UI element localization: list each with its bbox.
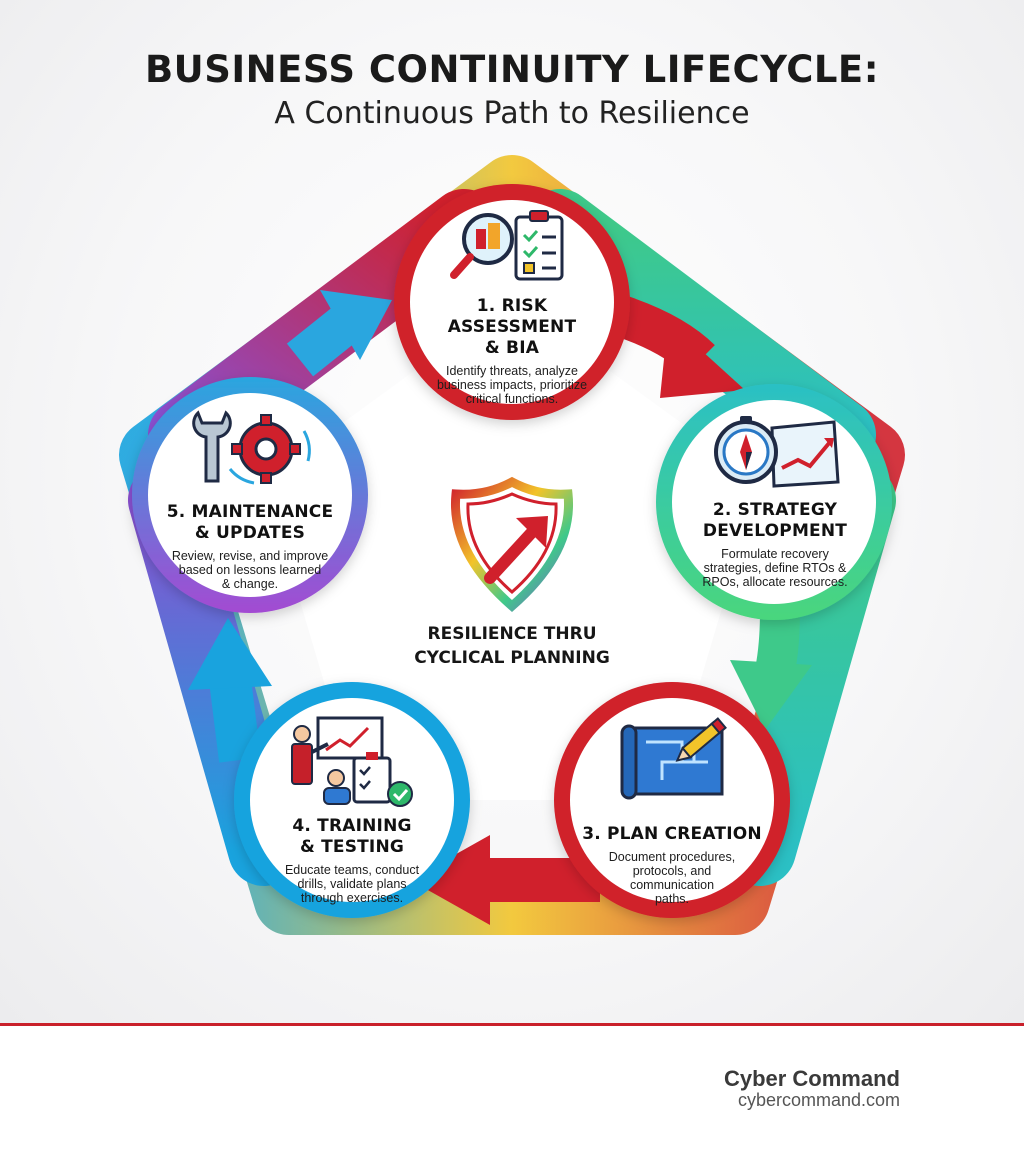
page-title: BUSINESS CONTINUITY LIFECYCLE: [144, 48, 879, 91]
step-4-title: 4. TRAINING & TESTING [292, 816, 412, 857]
footer-divider [0, 1023, 1024, 1026]
blueprint-pencil-icon [620, 717, 727, 800]
step-1-text: 1. RISK ASSESSMENT & BIA Identify threat… [412, 296, 612, 406]
step-5-title: 5. MAINTENANCE & UPDATES [166, 502, 334, 543]
footer-url: cybercommand.com [737, 1090, 900, 1110]
arrow-3-to-4 [410, 835, 600, 925]
lifecycle-diagram [119, 155, 905, 935]
step-3-title: 3. PLAN CREATION [582, 824, 762, 844]
shield-arrow-icon [450, 476, 574, 612]
step-4-text: 4. TRAINING & TESTING Educate teams, con… [252, 816, 452, 905]
wrench-gear-icon [192, 410, 311, 485]
arrow-4-to-5 [188, 618, 272, 763]
step-1-description: Identify threats, analyze business impac… [436, 364, 588, 406]
step-4-description: Educate teams, conduct drills, validate … [284, 863, 420, 905]
step-2-text: 2. STRATEGY DEVELOPMENT Formulate recove… [678, 500, 872, 589]
step-2-title: 2. STRATEGY DEVELOPMENT [702, 500, 848, 541]
presenter-checklist-icon [291, 716, 413, 807]
step-1-title: 1. RISK ASSESSMENT & BIA [447, 296, 577, 358]
center-label: RESILIENCE THRU CYCLICAL PLANNING [414, 624, 610, 668]
footer-brand: Cyber Command [723, 1066, 900, 1091]
compass-map-icon [714, 416, 840, 488]
magnifier-clipboard-icon [450, 210, 564, 281]
step-3-description: Document procedures, protocols, and comm… [608, 850, 736, 906]
step-2-description: Formulate recovery strategies, define RT… [702, 547, 848, 589]
page-subtitle: A Continuous Path to Resilience [274, 96, 750, 131]
step-3-text: 3. PLAN CREATION Document procedures, pr… [572, 824, 772, 906]
arrow-5-to-1 [286, 290, 392, 377]
step-5-description: Review, revise, and improve based on les… [171, 549, 329, 591]
step-5-text: 5. MAINTENANCE & UPDATES Review, revise,… [148, 502, 352, 591]
